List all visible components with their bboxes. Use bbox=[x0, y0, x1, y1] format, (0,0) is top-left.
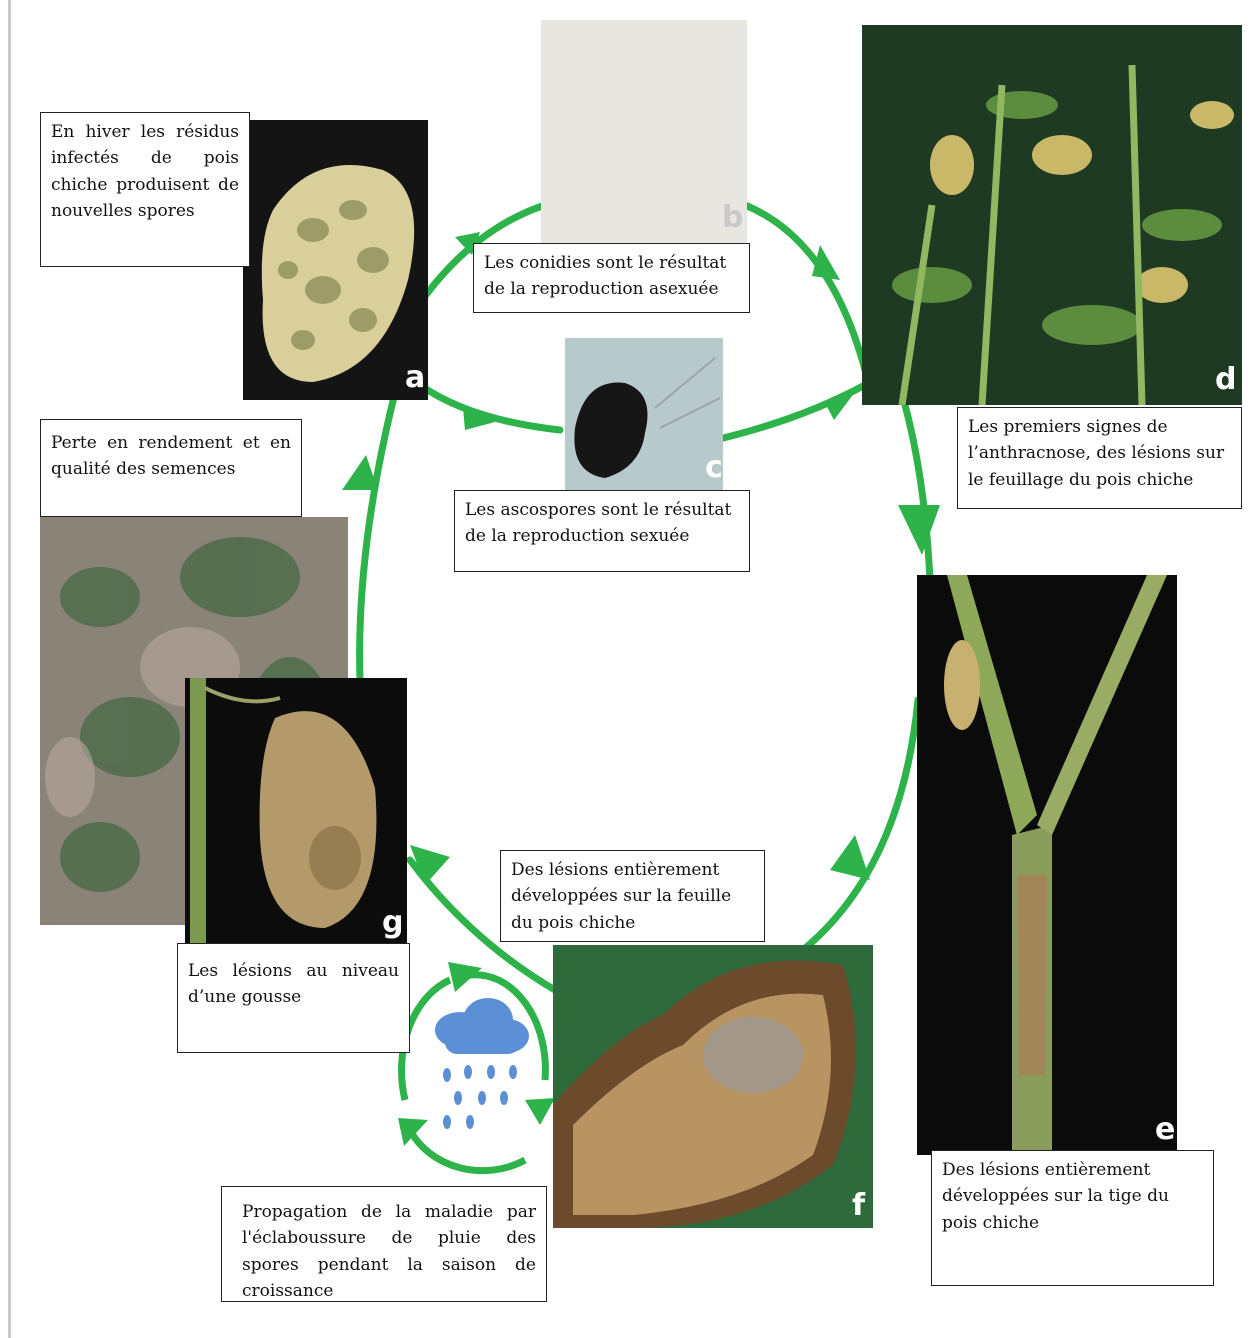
caption-a-winter-residue: En hiver les résidus infectés de pois ch… bbox=[40, 112, 250, 267]
photo-b-conidia bbox=[541, 20, 747, 245]
photo-e-stem-lesions bbox=[917, 575, 1177, 1155]
photo-label-d: d bbox=[1215, 362, 1236, 397]
photo-label-g: g bbox=[382, 905, 403, 940]
arrowhead-to-e bbox=[898, 505, 940, 555]
rain-arrowhead-bottom bbox=[398, 1118, 428, 1146]
arrowhead-to-d-top bbox=[812, 245, 840, 280]
caption-rain-splash-spread: Propagation de la maladie par l'éclabous… bbox=[221, 1186, 547, 1302]
photo-label-a: a bbox=[405, 360, 425, 395]
cycle-arc-e-to-f bbox=[790, 700, 918, 960]
caption-g-pod-lesions: Les lésions au niveau d’une gousse bbox=[177, 943, 410, 1053]
photo-label-e: e bbox=[1155, 1112, 1175, 1147]
photo-label-c: c bbox=[705, 450, 723, 485]
caption-c-ascospores: Les ascospores sont le résultat de la re… bbox=[454, 490, 750, 572]
photo-d-foliage-lesions bbox=[862, 25, 1242, 405]
caption-d-first-signs: Les premiers signes de l’anthracnose, de… bbox=[957, 407, 1242, 509]
caption-f-leaf-lesions: Des lésions entièrement développées sur … bbox=[500, 850, 765, 942]
photo-a-infected-residue bbox=[243, 120, 428, 400]
rain-arrowhead-right bbox=[525, 1098, 555, 1125]
caption-h-yield-loss: Perte en rendement et en qualité des sem… bbox=[40, 419, 302, 517]
caption-e-stem-lesions: Des lésions entièrement développées sur … bbox=[931, 1150, 1214, 1286]
rain-cloud-icon bbox=[435, 998, 529, 1129]
photo-f-leaf-lesion bbox=[553, 945, 873, 1228]
photo-label-f: f bbox=[852, 1188, 865, 1223]
photo-g-pod-lesions bbox=[185, 678, 407, 943]
cycle-arc-d-to-e bbox=[905, 405, 930, 580]
cycle-arc-b-to-d bbox=[745, 205, 865, 370]
arrowhead-to-a bbox=[342, 455, 378, 490]
photo-c-ascospores bbox=[565, 338, 723, 493]
caption-b-conidia: Les conidies sont le résultat de la repr… bbox=[473, 243, 750, 313]
photo-label-b: b bbox=[722, 200, 743, 235]
arrowhead-to-f bbox=[830, 835, 870, 880]
cycle-arc-c-to-d bbox=[715, 385, 865, 440]
